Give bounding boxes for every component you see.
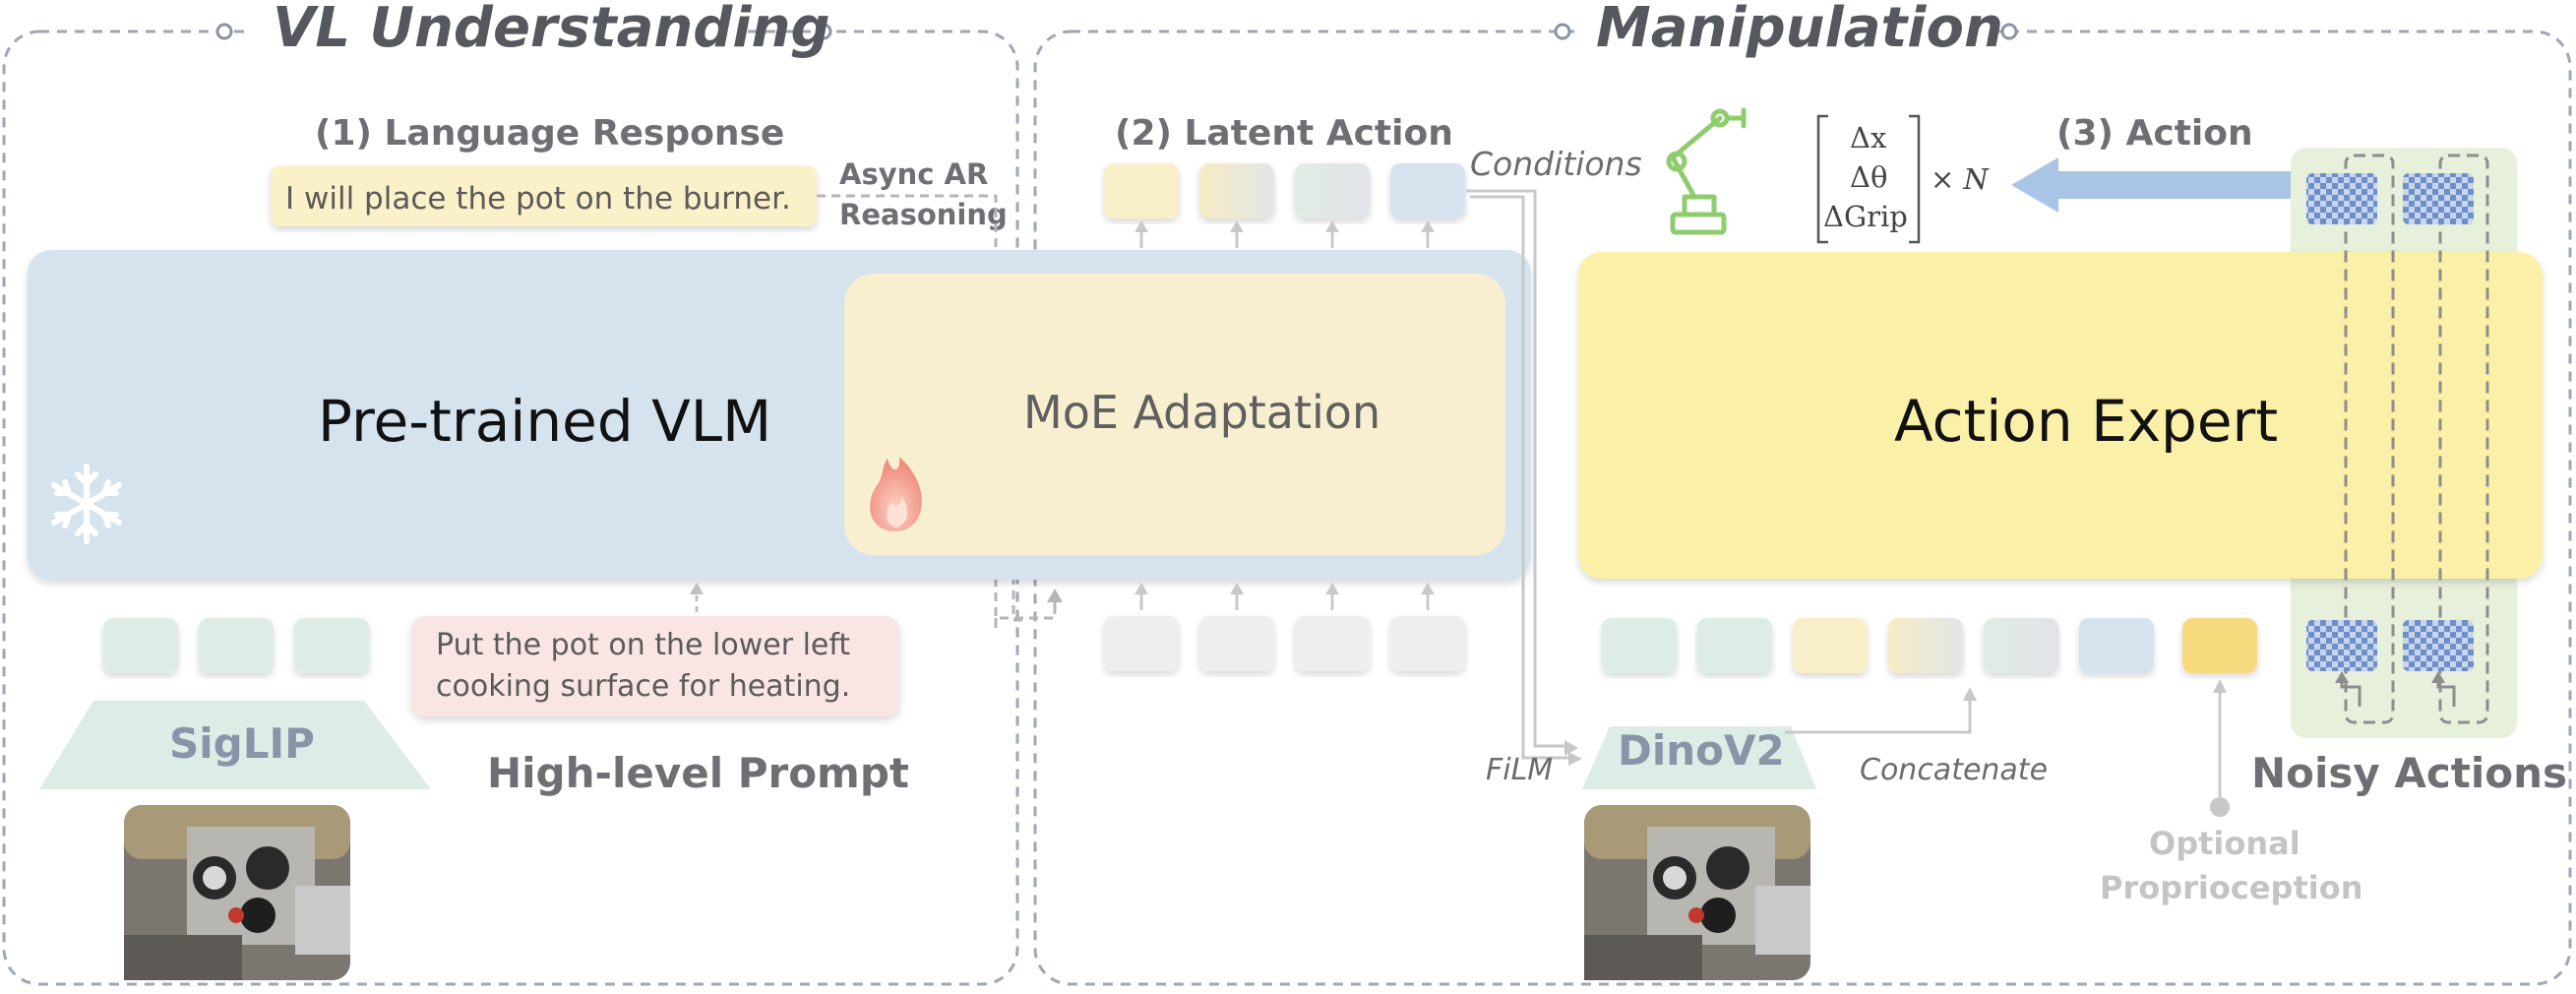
optional-label-2: Proprioception [2100, 869, 2362, 906]
concatenate-label: Concatenate [1860, 753, 2048, 787]
kitchen-photo [1584, 805, 1810, 980]
film-label: FiLM [1486, 753, 1553, 787]
response-bubble [271, 165, 817, 226]
manipulation-title: Manipulation [1596, 0, 2003, 60]
action-output-arrow [2011, 157, 2295, 213]
prompt-text-1: Put the pot on the lower left [436, 628, 850, 662]
moe-adaptation-block [844, 274, 1505, 555]
dinov2-encoder [1582, 726, 1816, 789]
action-expert-block [1578, 252, 2543, 579]
latent-action-token [1104, 163, 1179, 218]
noisy-action-token [2403, 620, 2474, 671]
expert-input-token [1602, 618, 1677, 673]
dinov2-label: DinoV2 [1618, 726, 1785, 775]
noisy-actions-label: Noisy Actions [2251, 749, 2567, 797]
robot-arm-icon [1666, 107, 1747, 235]
async-label-1: Async AR [839, 157, 988, 191]
query-token [1295, 616, 1370, 671]
noisy-action-column [2344, 154, 2395, 724]
noisy-action-token [2403, 173, 2474, 224]
expert-input-token [1793, 618, 1868, 673]
query-token [1390, 616, 1465, 671]
vl-understanding-title: VL Understanding [273, 0, 830, 60]
response-text: I will place the pot on the burner. [285, 181, 791, 217]
expert-input-token [1697, 618, 1772, 673]
action-multiplier: × N [1931, 162, 1991, 196]
expert-input-token [1984, 618, 2058, 673]
conditions-line [1466, 189, 1564, 748]
latent-action-token [1295, 163, 1370, 218]
action-row-dtheta: Δθ [1850, 160, 1887, 194]
action-vector: Δx Δθ ΔGrip × N [1816, 114, 1991, 244]
expert-input-token [1888, 618, 1963, 673]
proprio-token [2182, 618, 2257, 673]
language-response-label: (1) Language Response [315, 113, 784, 154]
optional-label-1: Optional [2149, 825, 2300, 862]
latent-action-token [1390, 163, 1465, 218]
proprio-source-dot [2210, 797, 2230, 817]
siglip-label: SigLIP [169, 719, 315, 768]
async-dashed-path [817, 194, 1057, 620]
query-token [1199, 616, 1274, 671]
kitchen-photo [124, 805, 350, 980]
snowflake-icon [51, 464, 122, 544]
conditions-label: Conditions [1470, 145, 1642, 183]
concatenate-arrow [1785, 699, 1972, 734]
prompt-bubble [411, 616, 899, 716]
action-row-dgrip: ΔGrip [1823, 200, 1908, 233]
noisy-action-column [2438, 154, 2489, 724]
visual-token [103, 618, 178, 673]
noisy-action-token [2306, 620, 2377, 671]
async-label-2: Reasoning [839, 198, 1008, 231]
visual-token [199, 618, 274, 673]
noisy-action-token [2306, 173, 2377, 224]
pretrained-vlm-label: Pre-trained VLM [318, 388, 771, 455]
latent-action-token [1199, 163, 1274, 218]
action-label: (3) Action [2056, 113, 2253, 154]
flame-icon [870, 457, 922, 531]
moe-adaptation-label: MoE Adaptation [1023, 386, 1380, 439]
visual-token [294, 618, 369, 673]
action-expert-label: Action Expert [1894, 388, 2278, 455]
siglip-encoder [39, 701, 431, 789]
latent-action-label: (2) Latent Action [1115, 113, 1453, 154]
expert-input-token [2079, 618, 2154, 673]
prompt-text-2: cooking surface for heating. [436, 669, 850, 704]
high-level-prompt-label: High-level Prompt [487, 749, 909, 797]
action-row-dx: Δx [1850, 121, 1886, 155]
query-token [1104, 616, 1179, 671]
